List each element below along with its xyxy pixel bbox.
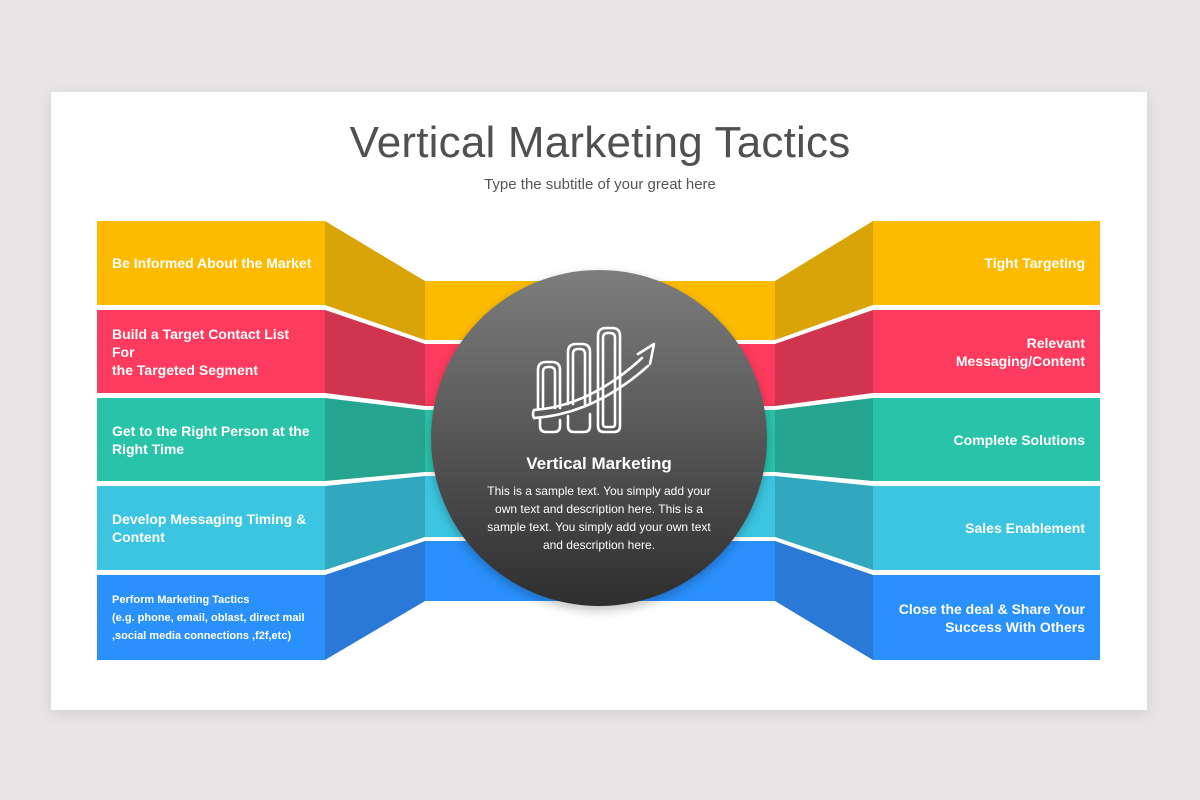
right-fold-blue [775,541,873,660]
right-fold-red [775,310,873,406]
growth-chart-arrow-icon [531,326,656,434]
right-item-5: Close the deal & Share Your Success With… [873,575,1100,660]
left-item-label: Be Informed About the Market [112,255,312,271]
left-fold-green [325,398,425,481]
right-item-3: Complete Solutions [873,398,1100,481]
center-circle [431,270,767,606]
left-fold-blue [325,541,425,660]
left-item-4: Develop Messaging Timing & Content [97,486,325,570]
left-item-label: Get to the Right Person at the Right Tim… [112,422,310,457]
right-item-label: Close the deal & Share Your Success With… [898,600,1085,635]
right-item-4: Sales Enablement [873,486,1100,570]
right-fold-cyan [775,476,873,570]
left-fold-cyan [325,476,425,570]
left-item-label: Perform Marketing Tactics (e.g. phone, e… [112,593,305,642]
left-item-3: Get to the Right Person at the Right Tim… [97,398,325,481]
right-item-label: Tight Targeting [984,255,1085,271]
center-title: Vertical Marketing [526,454,672,473]
right-item-label: Relevant Messaging/Content [955,334,1085,369]
left-item-label: Build a Target Contact List For the Targ… [112,325,290,378]
left-item-5: Perform Marketing Tactics (e.g. phone, e… [97,575,325,660]
left-item-2: Build a Target Contact List For the Targ… [97,310,325,393]
left-fold-red [325,310,425,406]
center-description: This is a sample text. You simply add yo… [487,484,711,552]
right-fold-green [775,398,873,481]
right-item-2: Relevant Messaging/Content [873,310,1100,393]
right-item-label: Sales Enablement [965,520,1085,536]
right-item-1: Tight Targeting [873,221,1100,305]
slide-title: Vertical Marketing Tactics [349,118,851,167]
right-item-label: Complete Solutions [953,431,1085,448]
right-fold-yellow [775,221,873,340]
left-item-1: Be Informed About the Market [97,221,325,305]
left-item-label: Develop Messaging Timing & Content [112,511,307,545]
slide-subtitle: Type the subtitle of your great here [484,176,716,193]
left-fold-yellow [325,221,425,340]
